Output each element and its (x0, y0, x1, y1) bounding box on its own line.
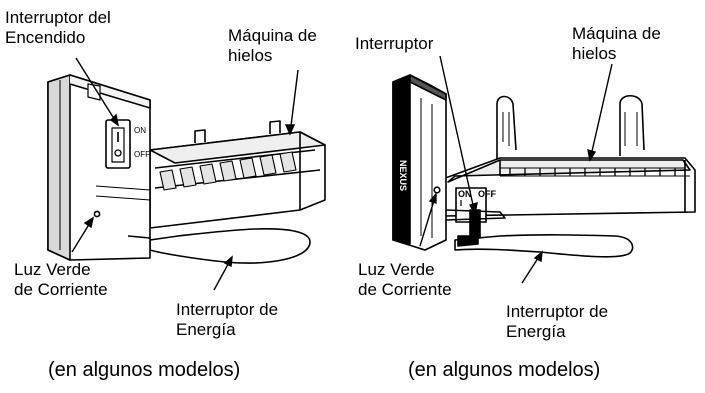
right-caption: (en algunos modelos) (408, 359, 601, 381)
left-switch-off-mark: OFF (134, 150, 150, 159)
left-ice-maker-callout: Máquina de hielos (228, 26, 317, 65)
right-power-arm-callout: Interruptor de Energía (506, 302, 609, 341)
right-ice-maker: NEXUS (392, 74, 696, 258)
right-green-light (433, 186, 441, 194)
left-power-arm-callout: Interruptor de Energía (176, 300, 279, 339)
right-ice-tray (439, 157, 696, 217)
right-switch-callout: Interruptor (355, 34, 434, 53)
svg-text:NEXUS: NEXUS (398, 160, 408, 191)
right-power-arm (454, 234, 634, 258)
left-ice-tray (149, 120, 326, 229)
left-leader-lines (71, 57, 299, 291)
left-control-housing (47, 74, 151, 261)
left-green-light (93, 210, 101, 218)
left-ice-maker (47, 74, 326, 264)
right-switch-on-mark: ON (458, 189, 472, 199)
left-power-arm (149, 228, 311, 264)
left-caption: (en algunos modelos) (48, 359, 241, 381)
right-switch-off-mark: OFF (478, 189, 496, 199)
left-green-light-callout: Luz Verde de Corriente (14, 260, 108, 299)
left-switch-on-mark: ON (134, 126, 146, 135)
right-ice-maker-callout: Máquina de hielos (572, 24, 661, 63)
right-leader-lines (419, 55, 613, 284)
left-switch-callout: Interruptor del Encendido (5, 8, 111, 47)
right-mounting-brackets (496, 94, 645, 160)
right-green-light-callout: Luz Verde de Corriente (358, 260, 452, 299)
